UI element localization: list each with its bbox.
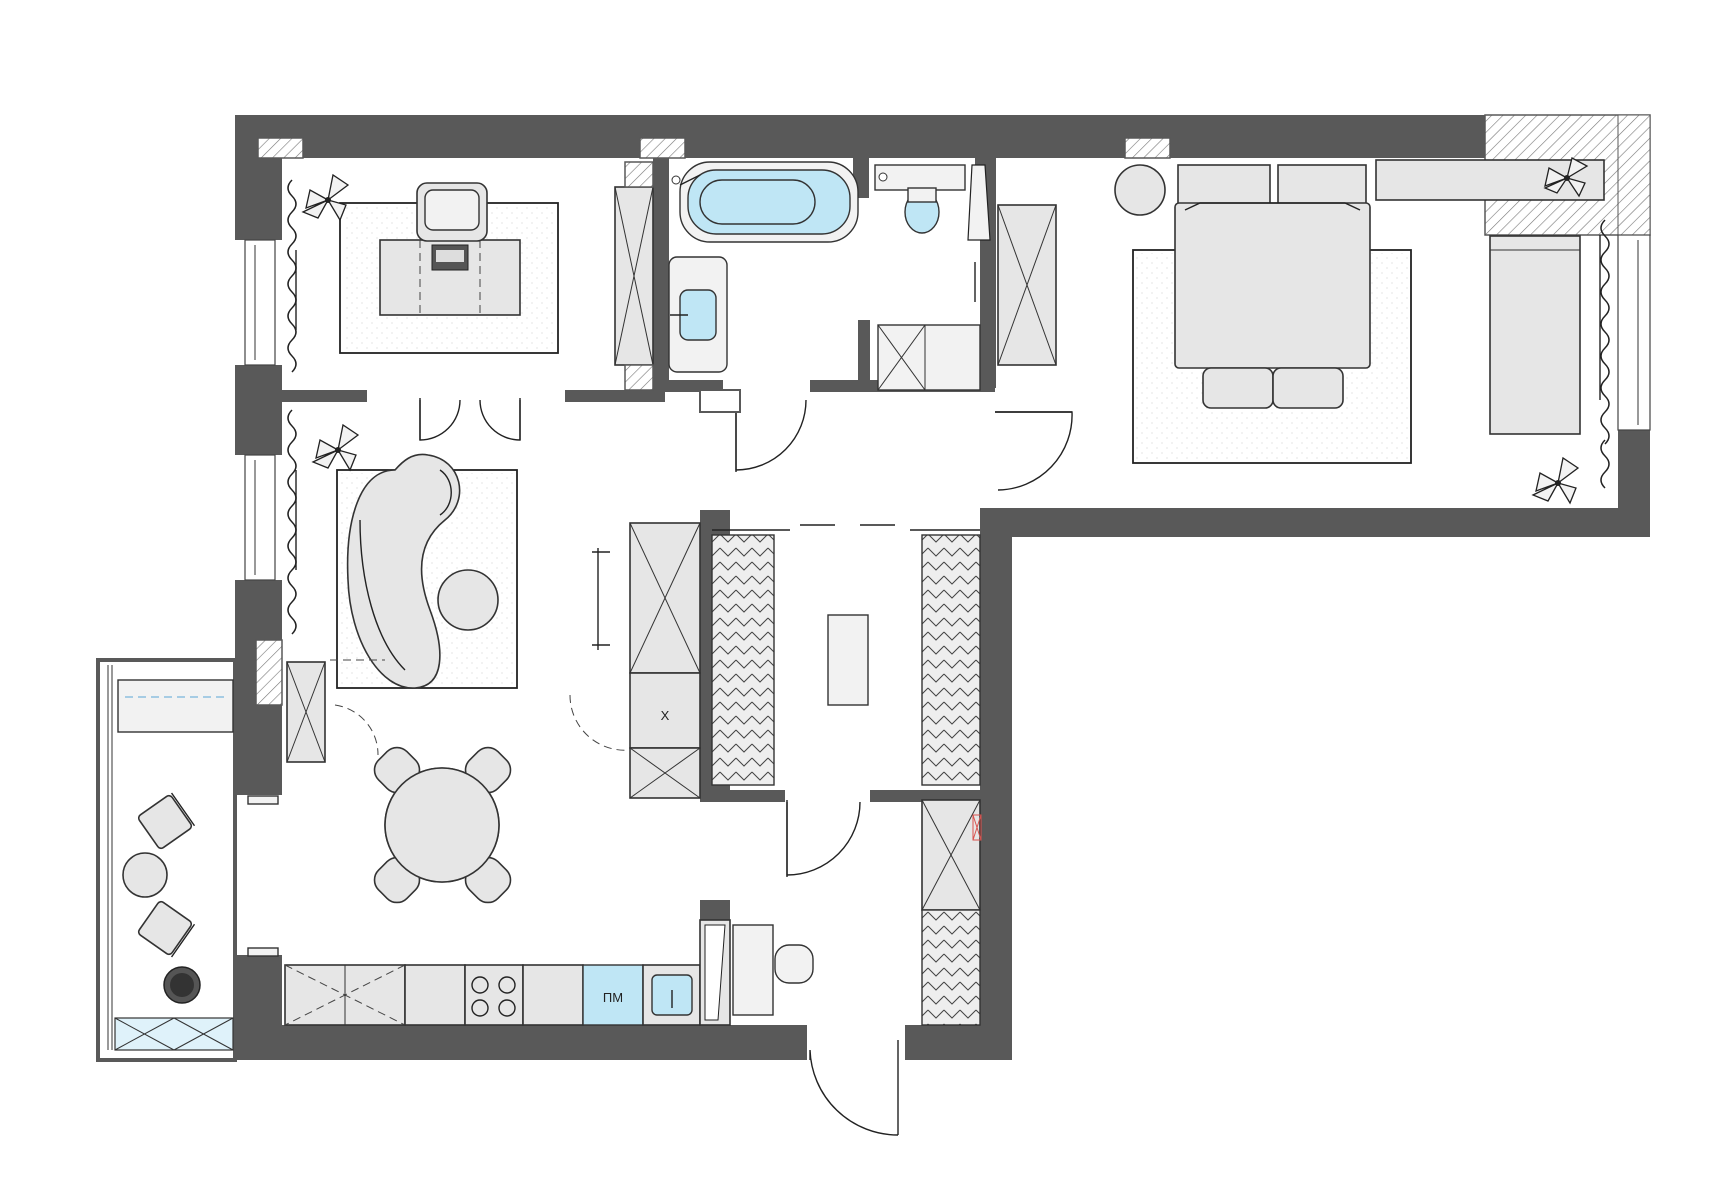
hall-bench: [827, 614, 869, 706]
radiator-small: [247, 947, 279, 957]
bed-headboard: [1177, 164, 1271, 206]
dishwasher: [582, 964, 644, 1026]
coffee-table: [437, 569, 499, 631]
hall: X: [629, 522, 982, 1026]
radiator: [1124, 137, 1171, 159]
closet-right: [921, 534, 981, 786]
plant-icon: [311, 423, 360, 472]
balcony: [96, 658, 237, 1062]
side-table: [122, 852, 168, 898]
washer: [877, 324, 981, 391]
radiator: [257, 137, 304, 159]
tall-cabinet-mark: X: [661, 708, 670, 723]
bench: [1202, 367, 1274, 409]
radiator: [639, 137, 686, 159]
dishwasher-label: ПМ: [603, 990, 623, 1005]
doors: [330, 395, 1073, 1136]
hall-stool: [774, 944, 814, 984]
dresser: [1375, 159, 1605, 201]
plants: [301, 157, 1589, 505]
curved-sofa: [346, 453, 461, 689]
closet-left: [711, 534, 775, 786]
windows: [244, 234, 1651, 581]
office: [339, 161, 654, 391]
daybed: [1489, 235, 1581, 435]
radiator: [255, 639, 283, 706]
balcony-chair: [137, 792, 196, 850]
radiator-small: [247, 795, 279, 805]
nightstand: [1114, 164, 1166, 216]
bathroom: [668, 161, 991, 391]
bed: [1174, 202, 1371, 369]
kitchen: ПМ: [284, 919, 814, 1026]
dining: [373, 746, 512, 904]
living-room: [286, 453, 610, 763]
stove-icon: [464, 964, 524, 1026]
balcony-chair: [137, 900, 196, 958]
plant-icon: [301, 173, 350, 222]
plant-icon: [1531, 456, 1580, 505]
plant-icon: [1543, 157, 1589, 198]
bedroom: [1114, 159, 1605, 464]
curtains: [287, 179, 1610, 635]
